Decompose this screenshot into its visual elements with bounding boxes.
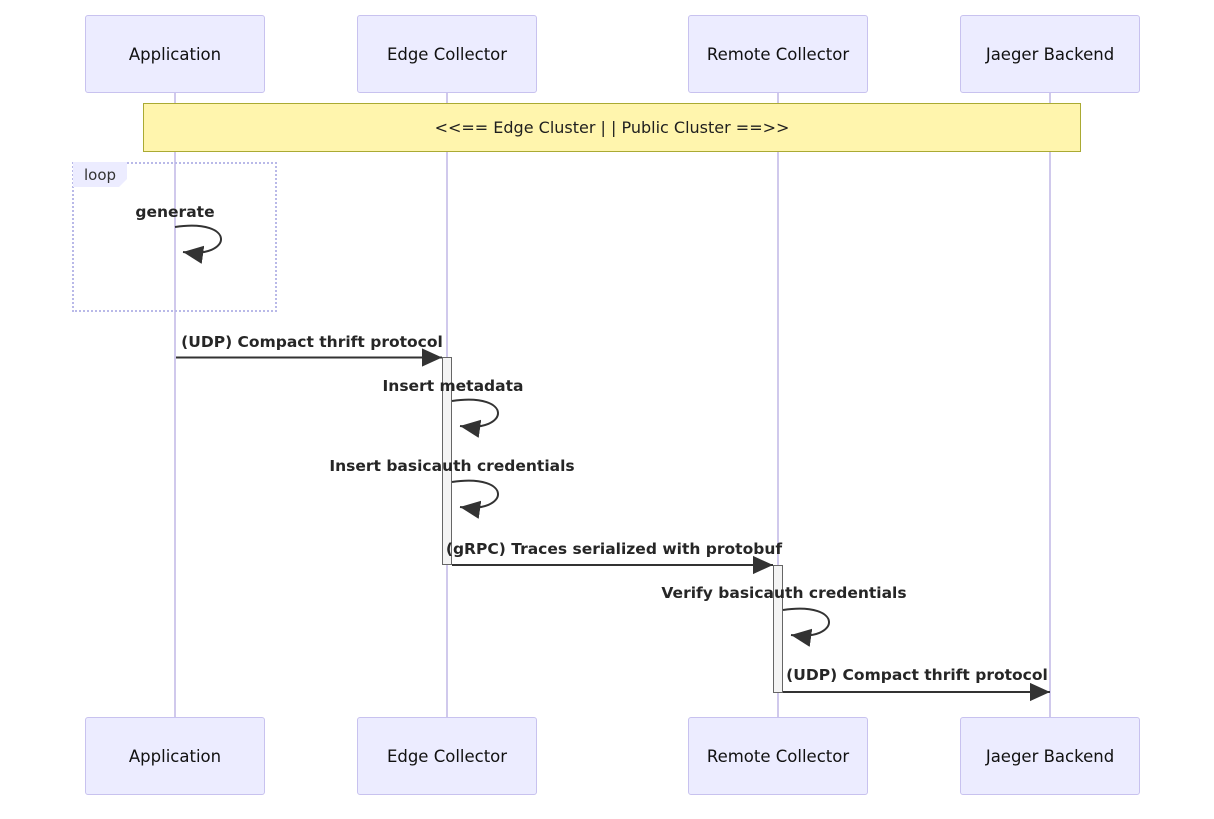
participant-top-edge-collector: Edge Collector: [357, 15, 537, 93]
message-label-insert-basicauth: Insert basicauth credentials: [329, 457, 575, 475]
participant-top-remote-collector: Remote Collector: [688, 15, 868, 93]
arrow-insert-basicauth-self: [451, 479, 499, 519]
loop-fragment-label: loop: [73, 162, 127, 187]
participant-top-jaeger-backend: Jaeger Backend: [960, 15, 1140, 93]
participant-label: Jaeger Backend: [985, 746, 1115, 766]
activation-remote-collector: [773, 565, 783, 693]
participant-bottom-edge-collector: Edge Collector: [357, 717, 537, 795]
lifeline-jaeger-backend: [1049, 93, 1051, 717]
participant-bottom-application: Application: [85, 717, 265, 795]
activation-edge-collector: [442, 357, 452, 565]
message-label-grpc: (gRPC) Traces serialized with protobuf: [445, 540, 783, 558]
participant-label: Edge Collector: [386, 746, 508, 766]
note-text: <<== Edge Cluster | | Public Cluster ==>…: [434, 118, 790, 137]
participant-label: Edge Collector: [386, 44, 508, 64]
participant-label: Remote Collector: [706, 44, 850, 64]
participant-top-application: Application: [85, 15, 265, 93]
note-cluster-boundary: <<== Edge Cluster | | Public Cluster ==>…: [143, 103, 1081, 152]
participant-label: Application: [128, 44, 222, 64]
participant-bottom-remote-collector: Remote Collector: [688, 717, 868, 795]
message-label-udp-app-to-edge: (UDP) Compact thrift protocol: [181, 333, 443, 351]
arrow-insert-metadata-self: [451, 398, 499, 438]
message-label-generate: generate: [135, 203, 215, 221]
loop-fragment-frame: [72, 162, 277, 312]
message-label-verify-basicauth: Verify basicauth credentials: [661, 584, 907, 602]
participant-label: Remote Collector: [706, 746, 850, 766]
participant-label: Jaeger Backend: [985, 44, 1115, 64]
participant-bottom-jaeger-backend: Jaeger Backend: [960, 717, 1140, 795]
participant-label: Application: [128, 746, 222, 766]
message-label-insert-metadata: Insert metadata: [382, 377, 524, 395]
loop-label-text: loop: [83, 165, 117, 184]
arrow-generate-self: [174, 224, 222, 264]
lifeline-application: [174, 93, 176, 717]
arrow-verify-basicauth-self: [782, 607, 830, 647]
lifeline-remote-collector: [777, 93, 779, 717]
message-label-udp-remote-to-jaeger: (UDP) Compact thrift protocol: [786, 666, 1048, 684]
